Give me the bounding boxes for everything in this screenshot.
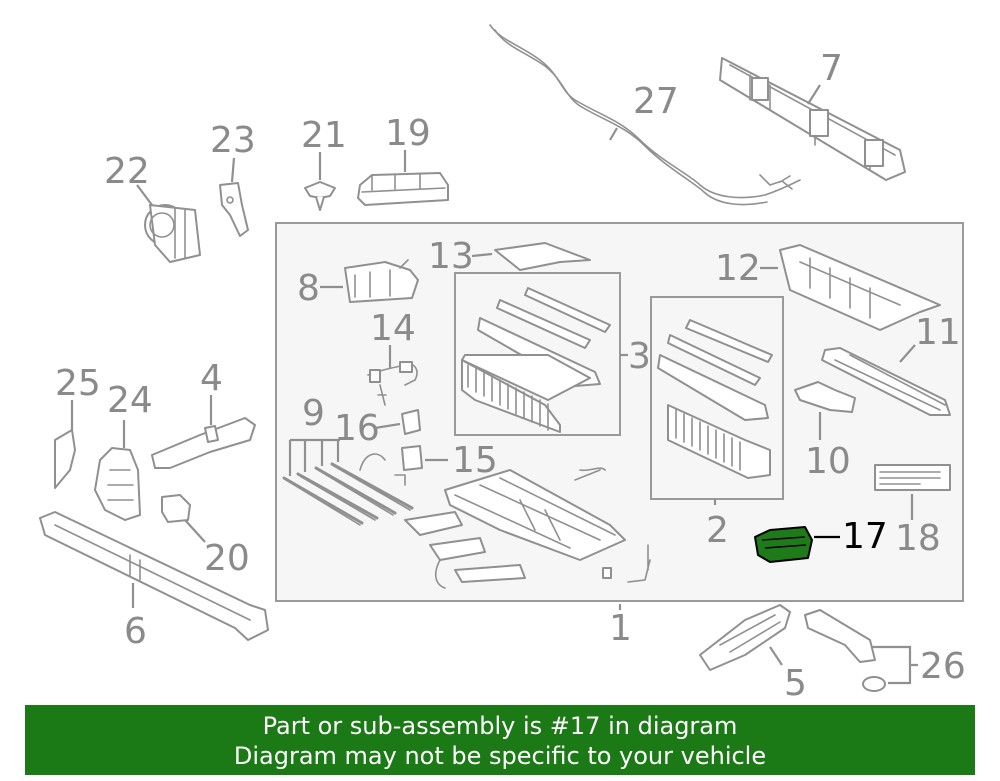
part-26-duct[interactable] <box>804 609 886 692</box>
callout-18[interactable]: 18 <box>895 518 941 559</box>
callout-24[interactable]: 24 <box>107 380 153 421</box>
callout-23[interactable]: 23 <box>210 120 256 161</box>
part-6-side-rail[interactable] <box>39 511 269 641</box>
part-18-label[interactable] <box>874 464 951 491</box>
callout-4[interactable]: 4 <box>200 358 223 399</box>
part-5-bracket[interactable] <box>699 604 791 671</box>
part-19-module[interactable] <box>357 172 449 206</box>
callout-9[interactable]: 9 <box>302 393 325 434</box>
callout-7[interactable]: 7 <box>820 48 843 89</box>
callout-17[interactable]: 17 <box>842 516 888 557</box>
callout-14[interactable]: 14 <box>370 308 416 349</box>
parts-diagram: 27 7 22 23 21 19 8 13 12 11 3 14 10 4 25… <box>39 24 966 704</box>
part-17-highlighted[interactable] <box>754 526 813 563</box>
part-27-wire-harness[interactable] <box>489 24 801 206</box>
callout-8[interactable]: 8 <box>297 268 320 309</box>
part-25-bracket[interactable] <box>54 429 76 489</box>
callout-2[interactable]: 2 <box>706 510 729 551</box>
part-14-harness[interactable] <box>367 361 418 406</box>
banner-line-1: Part or sub-assembly is #17 in diagram <box>262 712 738 740</box>
callout-25[interactable]: 25 <box>55 363 101 404</box>
part-13-cover[interactable] <box>494 242 591 271</box>
callout-15[interactable]: 15 <box>452 440 498 481</box>
callout-1[interactable]: 1 <box>609 608 632 649</box>
part-2-battery-module[interactable] <box>657 319 773 479</box>
part-3-battery-module[interactable] <box>461 287 611 433</box>
part-16-connector[interactable] <box>401 409 421 435</box>
callout-13[interactable]: 13 <box>428 236 474 277</box>
callout-22[interactable]: 22 <box>104 151 150 192</box>
part-1-battery-tray[interactable] <box>404 467 651 589</box>
callout-3[interactable]: 3 <box>628 336 651 377</box>
callout-5[interactable]: 5 <box>784 663 807 704</box>
part-12-cover[interactable] <box>779 244 941 331</box>
callout-20[interactable]: 20 <box>204 538 250 579</box>
part-4-bracket[interactable] <box>151 417 256 469</box>
part-21-clip[interactable] <box>304 181 336 211</box>
callout-27[interactable]: 27 <box>633 81 679 122</box>
part-8-bracket[interactable] <box>344 259 419 303</box>
part-20-clip[interactable] <box>161 494 191 523</box>
part-23-bracket[interactable] <box>219 182 249 237</box>
part-22-blower[interactable] <box>144 204 201 263</box>
callout-6[interactable]: 6 <box>124 611 147 652</box>
callout-26[interactable]: 26 <box>920 646 966 687</box>
part-7-frame-bracket[interactable] <box>719 57 906 181</box>
callout-10[interactable]: 10 <box>805 441 851 482</box>
part-24-duct[interactable] <box>94 447 141 521</box>
callout-16[interactable]: 16 <box>334 408 380 449</box>
part-9-rails[interactable] <box>282 462 414 526</box>
callout-19[interactable]: 19 <box>385 113 431 154</box>
leader-lines <box>70 84 918 685</box>
part-11-duct[interactable] <box>821 347 951 416</box>
callout-labels: 27 7 22 23 21 19 8 13 12 11 3 14 10 4 25… <box>55 48 966 704</box>
callout-21[interactable]: 21 <box>301 115 347 156</box>
part-10-duct[interactable] <box>794 381 856 413</box>
info-banner: Part or sub-assembly is #17 in diagram D… <box>25 705 975 775</box>
callout-11[interactable]: 11 <box>915 312 961 353</box>
part-15-connector[interactable] <box>359 445 423 486</box>
banner-line-2: Diagram may not be specific to your vehi… <box>233 742 767 770</box>
callout-12[interactable]: 12 <box>715 248 761 289</box>
